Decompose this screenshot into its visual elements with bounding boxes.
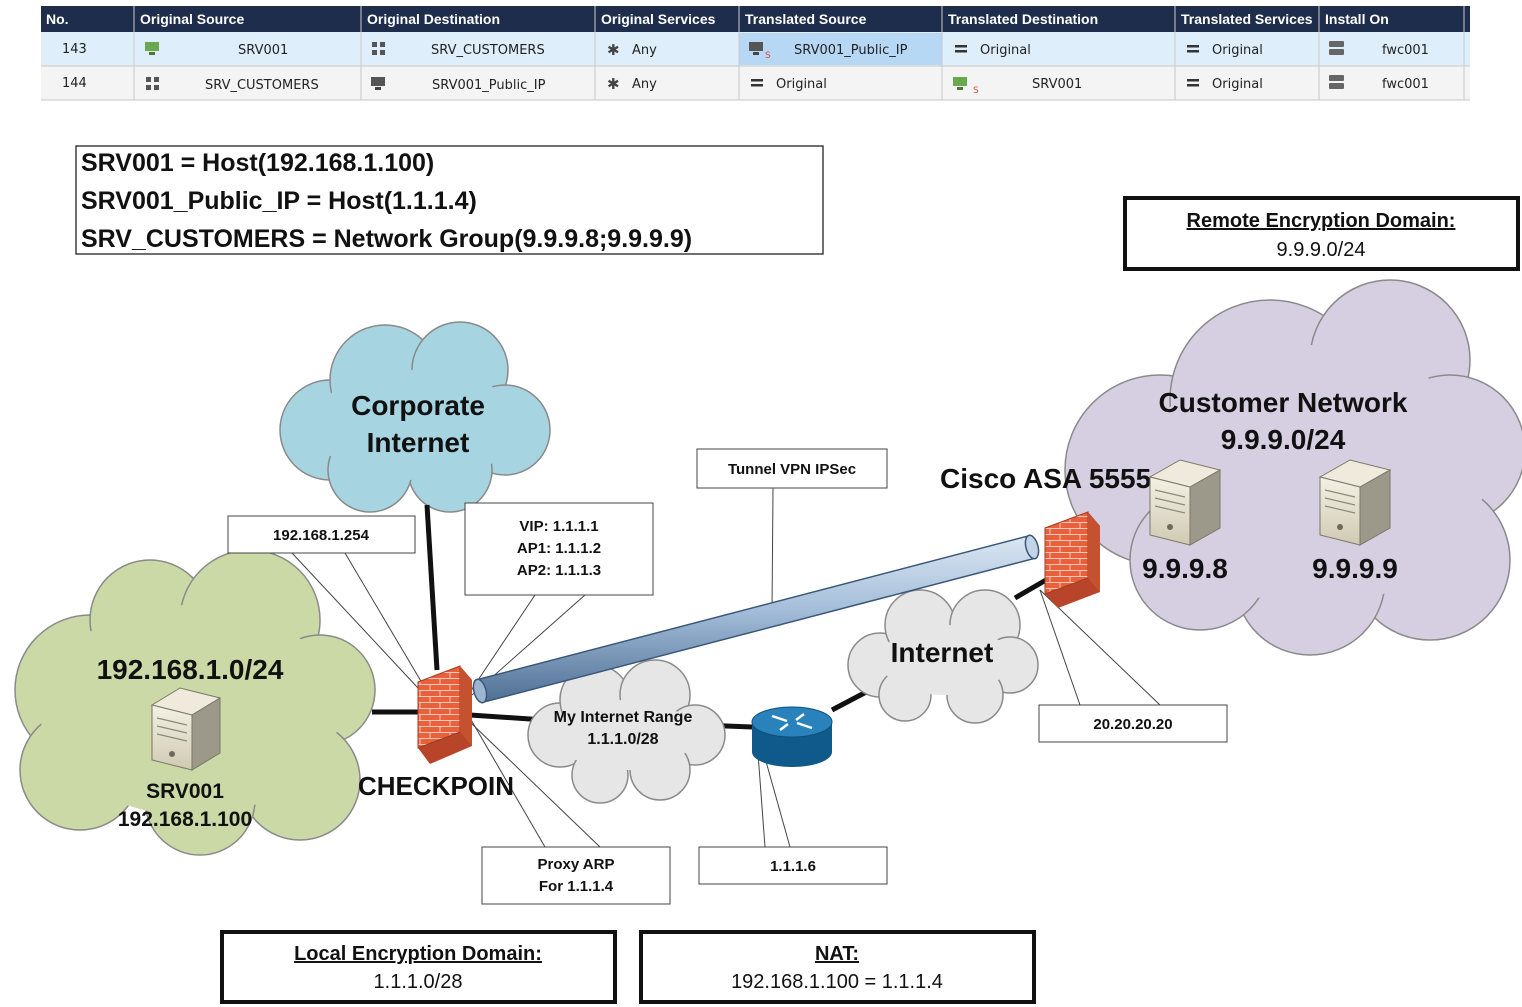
cell-original-destination[interactable]: SRV_CUSTOMERS [431, 43, 545, 58]
object-definitions-box: SRV001 = Host(192.168.1.100) SRV001_Publ… [75, 145, 824, 255]
table-header-bar [41, 6, 1470, 32]
svg-text:AP1: 1.1.1.2: AP1: 1.1.1.2 [517, 540, 601, 557]
callout-router-ip: 1.1.1.6 [698, 846, 888, 885]
cell-translated-destination[interactable]: SRV001 [1032, 77, 1082, 92]
remote-domain-title: Remote Encryption Domain: [1187, 210, 1456, 232]
srv001-name-label: SRV001 [146, 780, 224, 803]
cell-original-source[interactable]: SRV_CUSTOMERS [205, 78, 319, 93]
host-green-icon [145, 42, 159, 55]
cell-original-services[interactable]: Any [632, 43, 657, 58]
corporate-cloud-label: Corporate [351, 390, 485, 421]
cisco-asa-label: Cisco ASA 5555 [940, 463, 1151, 494]
table-row[interactable]: 144 SRV_CUSTOMERS SRV001_Public_IP ✱ Any… [62, 75, 1429, 96]
cell-translated-source[interactable]: Original [776, 77, 827, 92]
network-group-icon [146, 77, 159, 90]
nat-title: NAT: [815, 943, 859, 965]
header-original-destination[interactable]: Original Destination [367, 11, 500, 27]
network-group-icon [372, 42, 385, 55]
cell-translated-source[interactable]: SRV001_Public_IP [794, 43, 908, 58]
cell-translated-destination[interactable]: Original [980, 43, 1031, 58]
header-translated-source[interactable]: Translated Source [745, 11, 867, 27]
gateway-cluster-icon [1329, 75, 1344, 89]
cell-translated-services[interactable]: Original [1212, 43, 1263, 58]
server-ip-label: 9.9.9.9 [1312, 553, 1398, 584]
definition-line: SRV_CUSTOMERS = Network Group(9.9.9.8;9.… [81, 225, 692, 253]
customer-network-cloud [1064, 279, 1522, 656]
server-icon[interactable] [1318, 459, 1392, 546]
callout-vip-addresses: VIP: 1.1.1.1 AP1: 1.1.1.2 AP2: 1.1.1.3 [464, 502, 654, 596]
router-icon[interactable] [751, 706, 833, 767]
callout-proxy-arp: Proxy ARP For 1.1.1.4 [481, 846, 671, 905]
header-no[interactable]: No. [46, 11, 69, 27]
local-domain-value: 1.1.1.0/28 [374, 971, 463, 993]
equals-original-icon [751, 79, 763, 87]
callout-asa-ip: 20.20.20.20 [1038, 704, 1228, 743]
header-install-on[interactable]: Install On [1325, 11, 1389, 27]
equals-original-icon [1187, 79, 1199, 87]
nat-value: 192.168.1.100 = 1.1.1.4 [731, 971, 943, 993]
nat-summary-box: NAT: 192.168.1.100 = 1.1.1.4 [639, 930, 1036, 1004]
srv001-ip-label: 192.168.1.100 [118, 808, 252, 831]
remote-encryption-domain-box: Remote Encryption Domain: 9.9.9.0/24 [1123, 196, 1520, 271]
local-encryption-domain-box: Local Encryption Domain: 1.1.1.0/28 [220, 930, 617, 1004]
selected-cell-bg [739, 33, 942, 65]
cell-rule-number: 143 [62, 42, 87, 57]
gateway-cluster-icon [1329, 41, 1344, 55]
svg-text:Tunnel VPN IPSec: Tunnel VPN IPSec [728, 461, 856, 478]
callout-gateway-ip: 192.168.1.254 [227, 515, 416, 554]
cell-install-on[interactable]: fwc001 [1382, 77, 1429, 92]
asterisk-any-icon: ✱ [607, 75, 620, 93]
svg-text:VIP: 1.1.1.1: VIP: 1.1.1.1 [519, 518, 598, 535]
server-ip-label: 9.9.9.8 [1142, 553, 1228, 584]
remote-domain-value: 9.9.9.0/24 [1277, 239, 1366, 261]
vpn-tunnel [472, 534, 1040, 704]
my-range-label: My Internet Range [554, 709, 693, 726]
checkpoint-firewall-icon[interactable] [417, 665, 472, 764]
my-range-subnet: 1.1.1.0/28 [587, 731, 658, 748]
customer-subnet-label: 9.9.9.0/24 [1221, 424, 1346, 455]
svg-text:For 1.1.1.4: For 1.1.1.4 [539, 878, 614, 895]
table-row[interactable]: 143 SRV001 SRV_CUSTOMERS ✱ Any S SRV001_… [62, 41, 1429, 61]
internet-cloud [847, 589, 1039, 724]
cell-original-services[interactable]: Any [632, 77, 657, 92]
checkpoint-label: CHECKPOIN [358, 771, 514, 801]
host-green-static-icon: S [953, 77, 979, 96]
table-row-144-bg[interactable] [41, 66, 1470, 100]
header-translated-destination[interactable]: Translated Destination [948, 11, 1098, 27]
svg-text:20.20.20.20: 20.20.20.20 [1093, 716, 1172, 733]
corporate-cloud-label: Internet [367, 427, 470, 458]
svg-text:1.1.1.6: 1.1.1.6 [770, 858, 816, 875]
cell-original-destination[interactable]: SRV001_Public_IP [432, 78, 546, 93]
definition-line: SRV001_Public_IP = Host(1.1.1.4) [81, 187, 477, 215]
server-icon[interactable] [1148, 459, 1222, 546]
local-domain-title: Local Encryption Domain: [294, 943, 542, 965]
customer-network-label: Customer Network [1159, 387, 1408, 418]
nat-table: No. Original Source Original Destination… [41, 6, 1470, 101]
header-translated-services[interactable]: Translated Services [1181, 11, 1313, 27]
cell-original-source[interactable]: SRV001 [238, 43, 288, 58]
host-icon [371, 77, 385, 90]
header-original-services[interactable]: Original Services [601, 11, 716, 27]
cell-translated-services[interactable]: Original [1212, 77, 1263, 92]
svg-text:Proxy ARP: Proxy ARP [538, 856, 615, 873]
srv001-server-icon[interactable] [150, 687, 222, 771]
cisco-asa-firewall-icon[interactable] [1044, 511, 1100, 608]
equals-original-icon [955, 45, 967, 53]
svg-text:S: S [765, 51, 771, 61]
cell-install-on[interactable]: fwc001 [1382, 43, 1429, 58]
callout-tunnel-vpn: Tunnel VPN IPSec [696, 448, 888, 489]
svg-text:AP2: 1.1.1.3: AP2: 1.1.1.3 [517, 562, 601, 579]
svg-text:S: S [973, 86, 979, 96]
host-static-nat-icon: S [749, 42, 771, 61]
asterisk-any-icon: ✱ [607, 41, 620, 59]
definition-line: SRV001 = Host(192.168.1.100) [81, 149, 434, 177]
my-internet-range-cloud [527, 659, 726, 804]
cell-rule-number: 144 [62, 76, 87, 91]
equals-original-icon [1187, 45, 1199, 53]
local-subnet-label: 192.168.1.0/24 [97, 654, 284, 685]
svg-text:192.168.1.254: 192.168.1.254 [273, 527, 370, 544]
header-original-source[interactable]: Original Source [140, 11, 244, 27]
corporate-internet-cloud [279, 321, 551, 513]
internet-label: Internet [891, 637, 994, 668]
